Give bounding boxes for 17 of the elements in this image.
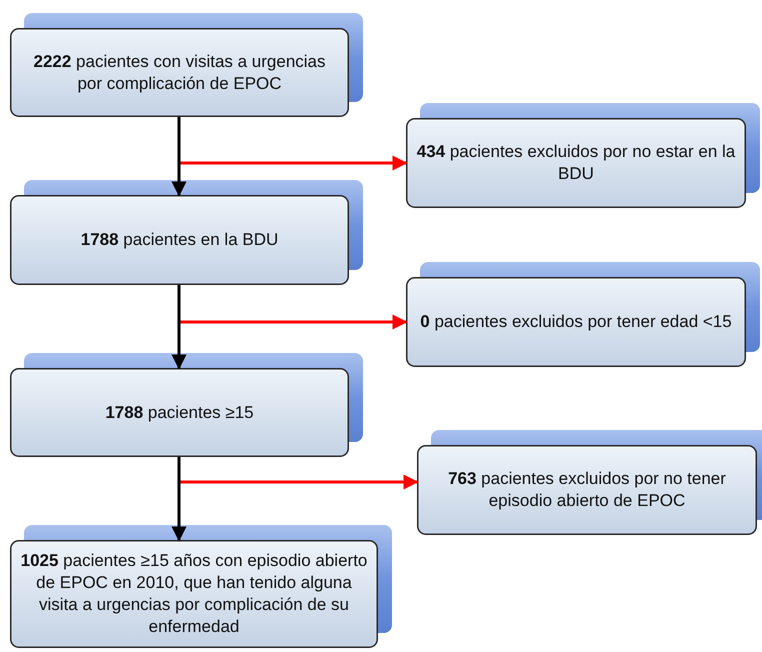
box-text: 1788 pacientes ≥15: [105, 402, 254, 424]
box-text: 434 pacientes excluidos por no estar en la BDU: [416, 141, 736, 185]
box-text: 763 pacientes excluidos por no tener episodio abierto de EPOC: [447, 468, 727, 512]
box-text: 1025 pacientes ≥15 años con episodio abierto de EPOC en 2010, que han tenido alguna visita a urgencias por complicación de su enfermedad: [20, 550, 368, 638]
process-box: [10, 180, 363, 285]
arrow: [172, 285, 186, 370]
process-box: [10, 525, 392, 648]
box-text: 2222 pacientes con visitas a urgencias por complicación de EPOC: [32, 50, 327, 94]
process-box: [417, 430, 762, 535]
arrow: [172, 117, 186, 196]
process-box: [406, 103, 760, 208]
process-box: [406, 262, 760, 367]
box-text: 0 pacientes excluidos por tener edad <15: [420, 311, 732, 333]
process-box: [10, 13, 363, 117]
arrow: [172, 457, 186, 542]
box-text: 1788 pacientes en la BDU: [80, 229, 278, 251]
process-box: [10, 353, 363, 457]
